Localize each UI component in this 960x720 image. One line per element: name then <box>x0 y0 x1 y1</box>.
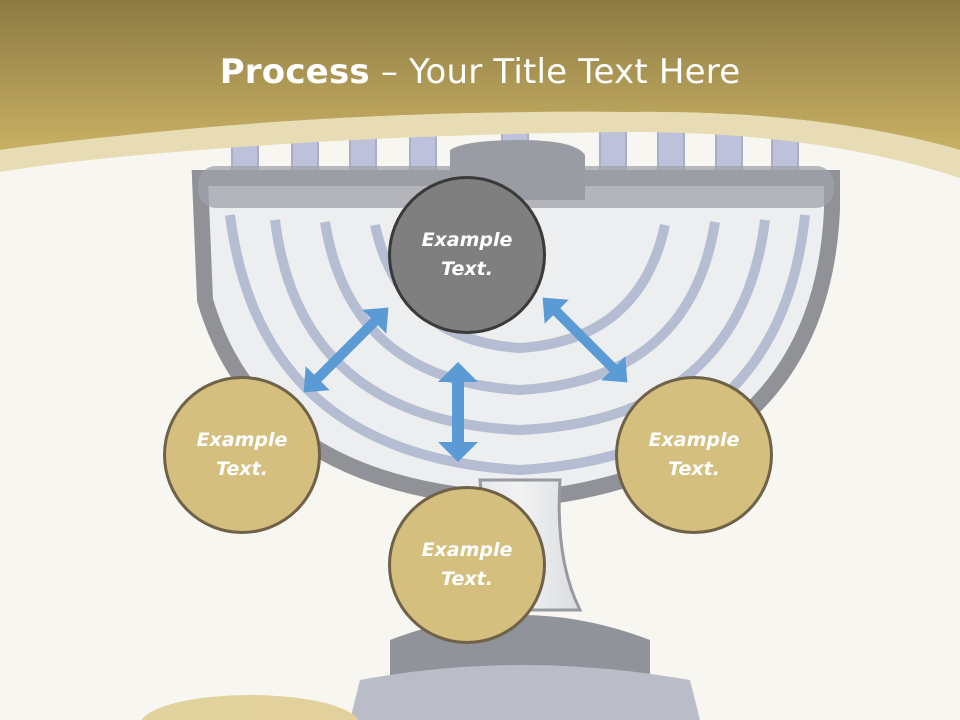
title-bold: Process <box>219 52 370 92</box>
title-rest: – Your Title Text Here <box>369 52 741 92</box>
circle-bottom-text: Example Text. <box>421 539 513 590</box>
circle-right-text: Example Text. <box>648 429 740 480</box>
arrow-up-left-diagonal <box>303 307 389 393</box>
circle-right: Example Text. <box>615 376 773 534</box>
arrows <box>303 297 628 462</box>
circle-top: Example Text. <box>388 176 546 334</box>
header-swoosh <box>0 111 960 178</box>
circle-top-text: Example Text. <box>421 229 513 280</box>
arrow-up-right-diagonal <box>542 297 628 383</box>
circle-bottom: Example Text. <box>388 486 546 644</box>
slide-title: Process – Your Title Text Here <box>0 52 960 92</box>
circle-left-text: Example Text. <box>196 429 288 480</box>
arrow-vertical <box>438 362 478 462</box>
circle-left: Example Text. <box>163 376 321 534</box>
header-band <box>0 0 960 150</box>
